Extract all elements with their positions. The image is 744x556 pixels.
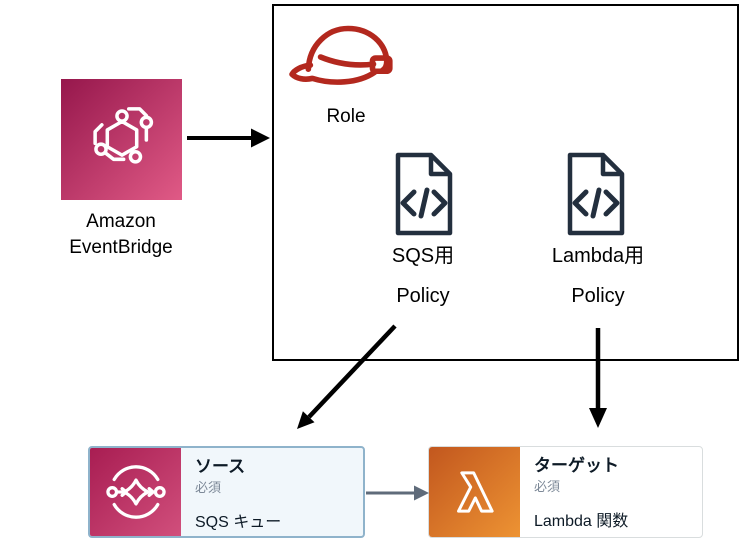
- sqs-policy-label: SQS用 Policy: [343, 243, 503, 323]
- lambda-policy-label: Lambda用 Policy: [518, 243, 678, 323]
- eventbridge-label-line2: EventBridge: [69, 237, 173, 258]
- sqs-policy-label-line2: Policy: [396, 285, 450, 307]
- target-card-title: ターゲット: [534, 456, 619, 475]
- lambda-policy-label-line1: Lambda用: [551, 245, 645, 267]
- lambda-policy-code-document-icon: [567, 152, 625, 236]
- role-label: Role: [326, 106, 366, 127]
- target-card-required-badge: 必須: [534, 479, 561, 494]
- source-card-title: ソース: [195, 457, 246, 476]
- target-card: ターゲット 必須 Lambda 関数: [428, 446, 703, 538]
- arrow-source-to-target: [366, 485, 429, 501]
- eventbridge-label: Amazon EventBridge: [21, 209, 221, 261]
- lambda-icon: [429, 447, 520, 537]
- target-card-value: Lambda 関数: [534, 513, 629, 530]
- arrow-eventbridge-to-role-box: [187, 128, 270, 148]
- sqs-policy-code-document-icon: [395, 152, 453, 236]
- eventbridge-label-line1: Amazon: [86, 211, 156, 232]
- eventbridge-hexagon-icon: [92, 106, 153, 164]
- hard-hat-icon: [289, 25, 393, 85]
- source-card-value: SQS キュー: [195, 514, 282, 531]
- sqs-icon: [90, 448, 181, 536]
- source-card-text: ソース 必須 SQS キュー: [181, 448, 281, 536]
- source-card-required-badge: 必須: [195, 480, 222, 495]
- eventbridge-icon: [61, 79, 182, 200]
- lambda-policy-label-line2: Policy: [571, 285, 625, 307]
- source-card: ソース 必須 SQS キュー: [88, 446, 365, 538]
- sqs-policy-label-line1: SQS用: [391, 245, 455, 267]
- target-card-text: ターゲット 必須 Lambda 関数: [520, 447, 628, 537]
